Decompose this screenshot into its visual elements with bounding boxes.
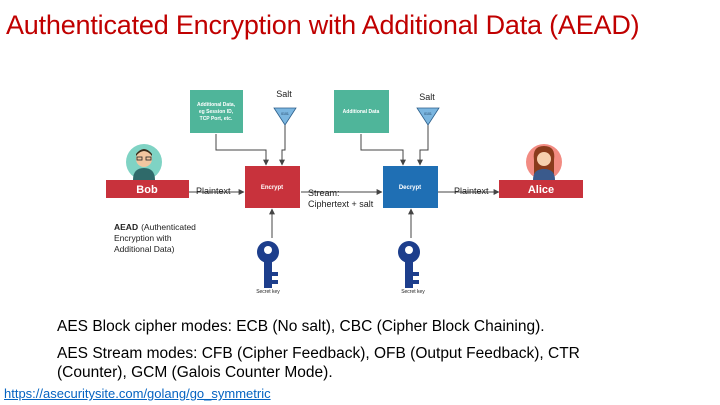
- bullet-stream-modes-line1: AES Stream modes: CFB (Cipher Feedback),…: [57, 345, 580, 362]
- encrypt-label: Encrypt: [261, 185, 283, 191]
- alice-box: [499, 180, 583, 198]
- decrypt-label: Decrypt: [399, 185, 421, 191]
- bullet-stream-modes-line2: (Counter), GCM (Galois Counter Mode).: [57, 364, 333, 381]
- additional-data-box-right: [334, 90, 389, 133]
- alice-label: Alice: [528, 184, 554, 196]
- key-icon: [398, 241, 420, 288]
- plaintext-left-label: Plaintext: [196, 186, 231, 196]
- plaintext-right-label: Plaintext: [454, 186, 489, 196]
- encrypt-box: [245, 166, 300, 208]
- bob-avatar-icon: [126, 144, 162, 180]
- secret-key-right-label: Secret key: [401, 289, 425, 295]
- aead-description: AEAD(Authenticated: [114, 222, 196, 232]
- bob-box: [106, 180, 189, 198]
- additional-data-box-left: [190, 90, 243, 133]
- additional-data-left-line2: eg Session ID,: [199, 109, 234, 115]
- slide-title: Authenticated Encryption with Additional…: [6, 10, 640, 40]
- aead-line2: Encryption with: [114, 233, 172, 243]
- bob-label: Bob: [136, 184, 158, 196]
- aead-line1: (Authenticated: [141, 222, 196, 232]
- bullet-block-modes: AES Block cipher modes: ECB (No salt), C…: [57, 318, 545, 335]
- arrow-ad-encrypt: [215, 134, 269, 166]
- salt-symbol-left: 0101: [281, 112, 289, 116]
- arrow-salt-encrypt: [279, 124, 286, 166]
- aead-line3: Additional Data): [114, 244, 175, 254]
- arrow-salt-decrypt: [417, 124, 429, 166]
- aead-bold: AEAD: [114, 222, 138, 232]
- additional-data-left-line1: Additional Data,: [197, 102, 236, 108]
- salt-label-left: Salt: [276, 89, 292, 99]
- additional-data-left-line3: TCP Port, etc.: [200, 116, 233, 122]
- reference-link[interactable]: https://asecuritysite.com/golang/go_symm…: [4, 386, 271, 401]
- salt-label-right: Salt: [419, 92, 435, 102]
- salt-triangle-icon: 0101: [273, 107, 297, 126]
- stream-label-line2: Ciphertext + salt: [308, 199, 374, 209]
- key-icon: [257, 241, 279, 288]
- decrypt-box: [383, 166, 438, 208]
- secret-key-left-label: Secret key: [256, 289, 280, 295]
- stream-label-line1: Stream:: [308, 188, 340, 198]
- salt-symbol-right: 0101: [424, 112, 432, 116]
- alice-avatar-icon: [526, 144, 562, 180]
- arrow-ad-decrypt: [360, 134, 406, 166]
- additional-data-right-label: Additional Data: [343, 109, 380, 115]
- salt-triangle-icon: 0101: [416, 107, 440, 126]
